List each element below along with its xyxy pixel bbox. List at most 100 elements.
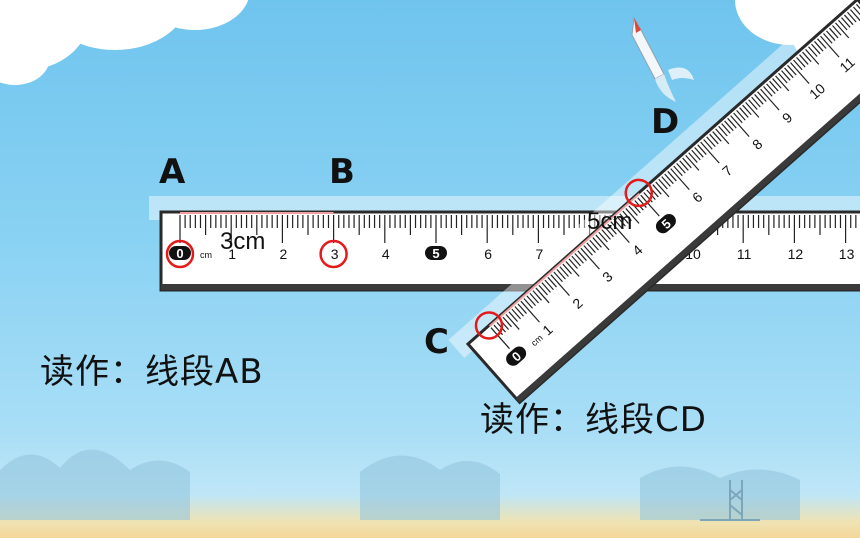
ruler-tick	[703, 139, 713, 150]
ruler-tick	[688, 152, 698, 163]
ruler-tick	[514, 306, 524, 317]
ruler-tick	[520, 300, 540, 323]
ruler-tick	[691, 149, 701, 161]
ruler-tick	[700, 141, 720, 164]
ruler-tick	[595, 234, 610, 251]
ruler-tick	[562, 263, 572, 275]
ruler-bottom-edge	[161, 284, 860, 290]
segment-start-circle	[165, 239, 195, 269]
ruler-tick	[811, 43, 821, 55]
ruler-tick	[832, 25, 842, 36]
ruler-number: 0	[176, 246, 183, 261]
ruler-tick	[583, 245, 593, 256]
ruler-tick	[769, 80, 779, 92]
ruler-tick	[682, 157, 692, 169]
reading-cd: 读作：线段CD	[480, 400, 707, 440]
ruler-tick	[490, 327, 510, 350]
ruler-tick	[853, 6, 860, 18]
ruler-tick	[835, 22, 850, 39]
ruler-number: 6	[484, 246, 492, 262]
ruler-tick	[760, 88, 780, 111]
ruler-tick	[571, 255, 581, 267]
ruler-tick	[550, 274, 570, 297]
ruler-tick	[529, 292, 539, 304]
tower-icon	[700, 480, 760, 521]
slanted-ruler: 0123456789101112cm	[448, 0, 860, 405]
ruler-tick	[796, 56, 806, 68]
ruler-tick	[739, 107, 749, 118]
ruler-tick	[622, 210, 632, 222]
ruler-number: 12	[788, 246, 804, 262]
ruler-tick	[772, 78, 782, 89]
ruler-tick	[511, 308, 521, 320]
ruler-number: 1	[228, 246, 236, 262]
reading-ab: 读作：线段AB	[40, 352, 264, 392]
ruler-tick	[616, 215, 626, 227]
ruler-tick	[517, 303, 527, 314]
ruler-tick	[805, 48, 820, 65]
ruler-tick	[679, 160, 689, 171]
ruler-tick	[855, 3, 860, 15]
point-label-a: A	[159, 152, 186, 192]
ruler-tick	[718, 125, 728, 137]
ruler-tick	[577, 250, 587, 261]
length-cd: 5cm	[587, 208, 633, 235]
ruler-bottom-edge	[515, 53, 860, 403]
ruler-tick	[592, 237, 602, 248]
ruler-tick	[745, 102, 760, 118]
ruler-tick	[715, 128, 730, 145]
ruler-tick	[757, 91, 767, 102]
segment-line	[488, 192, 641, 327]
ruler-tick	[706, 136, 716, 147]
ruler-tick	[493, 324, 504, 336]
ruler-number: 11	[737, 246, 752, 262]
ruler-tick	[676, 162, 686, 174]
ruler-tick	[637, 197, 647, 208]
ruler-unit: cm	[200, 250, 212, 260]
ruler-tick	[844, 14, 854, 26]
ruler-tick	[655, 181, 670, 198]
segment-end-circle	[624, 178, 654, 208]
rocket-icon	[631, 16, 694, 102]
ruler-tick	[685, 155, 700, 171]
ruler-tick	[733, 112, 743, 124]
ruler-tick	[613, 218, 623, 230]
ruler-tick	[667, 170, 677, 182]
ruler-tick	[625, 208, 640, 224]
segment-start-circle	[474, 311, 504, 340]
ruler-tick	[607, 223, 617, 235]
ruler-tick	[574, 253, 584, 264]
ruler-tick	[601, 229, 611, 240]
ruler-tick	[712, 131, 722, 142]
ruler-tick	[541, 282, 551, 293]
ruler-tick	[817, 38, 827, 49]
ruler-tick	[730, 115, 750, 138]
ruler-tick	[793, 59, 803, 71]
ruler-tick	[820, 35, 840, 58]
ruler-body	[159, 210, 860, 292]
ruler-tick	[787, 64, 797, 76]
ruler-tick	[724, 120, 734, 132]
ruler-tick	[589, 239, 599, 251]
ruler-tick	[736, 109, 746, 121]
ruler-tick	[763, 86, 773, 97]
ruler-tick	[748, 99, 758, 110]
ruler-tick	[580, 247, 600, 270]
ruler-top-band	[448, 0, 860, 358]
ruler-tick	[505, 314, 520, 330]
ruler-tick	[823, 33, 833, 44]
ruler-tick	[670, 168, 690, 191]
ruler-tick	[778, 72, 788, 84]
ruler-tick	[544, 279, 554, 291]
ruler-tick	[652, 184, 662, 195]
length-ab: 3cm	[220, 228, 266, 255]
distant-hills	[0, 449, 800, 520]
ruler-tick	[790, 62, 810, 85]
ruler-tick	[526, 295, 536, 307]
ruler-tick	[673, 165, 683, 177]
ruler-tick	[559, 266, 569, 277]
point-label-d: D	[651, 102, 680, 142]
ruler-tick	[619, 213, 629, 224]
point-label-b: B	[329, 152, 355, 192]
ruler-tick	[799, 54, 809, 65]
